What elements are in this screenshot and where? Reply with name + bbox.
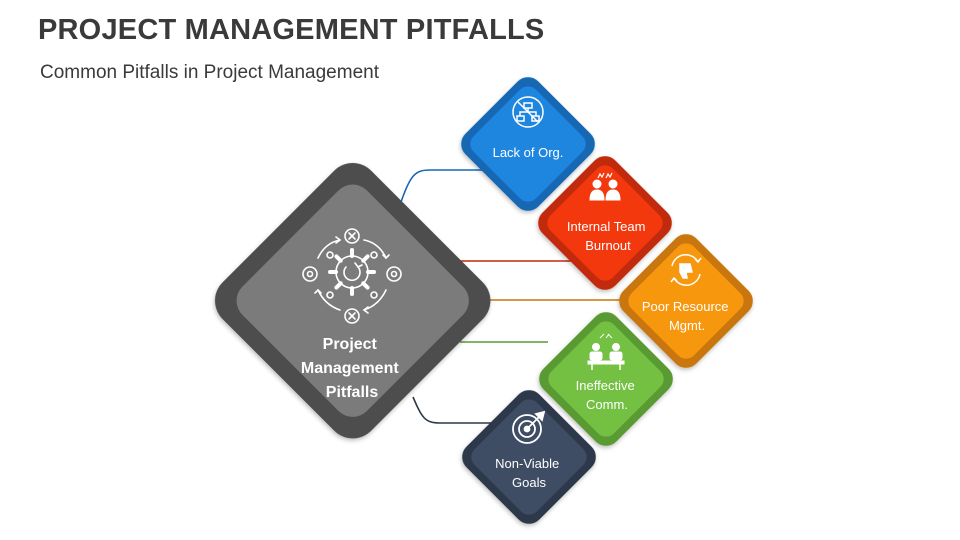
item-label: Poor Resource Mgmt. [642,299,732,333]
item-label-line: Lack of Org. [493,145,564,160]
item-label: Ineffective Comm. [576,378,639,412]
item-label-line: Ineffective [576,378,635,393]
gear-cycle-icon [302,228,402,324]
item-non-viable-goals: Non-Viable Goals [462,390,596,524]
item-label-line: Goals [512,475,546,490]
no-org-chart-icon [512,96,544,128]
center-label-line: Management [301,360,399,377]
center-label: Project Management Pitfalls [301,336,403,401]
item-ineffective-comm: Ineffective Comm. [539,312,673,446]
meeting-icon [587,333,625,370]
page-title: PROJECT MANAGEMENT PITFALLS [38,14,545,46]
item-label-line: Non-Viable [495,456,559,471]
item-lack-of-org: Lack of Org. [461,77,595,211]
item-label-line: Burnout [585,238,631,253]
item-label: Lack of Org. [493,145,564,160]
target-icon [512,410,546,444]
item-label: Internal Team Burnout [567,219,649,253]
item-label-line: Poor Resource [642,299,729,314]
thumbs-down-cycle-icon [670,254,702,286]
page-subtitle: Common Pitfalls in Project Management [40,62,379,83]
center-label-line: Project [323,336,378,353]
item-label-line: Mgmt. [669,318,705,333]
item-label-line: Internal Team [567,219,646,234]
item-poor-resource-mgmt: Poor Resource Mgmt. [619,234,753,368]
connector-non-viable-goals [412,396,495,424]
stressed-team-icon [589,172,621,201]
center-label-line: Pitfalls [326,384,379,401]
item-label: Non-Viable Goals [495,456,563,490]
connector-lack-of-org [399,169,488,206]
item-label-line: Comm. [586,397,628,412]
item-internal-team-burnout: Internal Team Burnout [538,156,672,290]
connectors [399,169,625,424]
center-diamond: Project Management Pitfalls [214,162,491,439]
